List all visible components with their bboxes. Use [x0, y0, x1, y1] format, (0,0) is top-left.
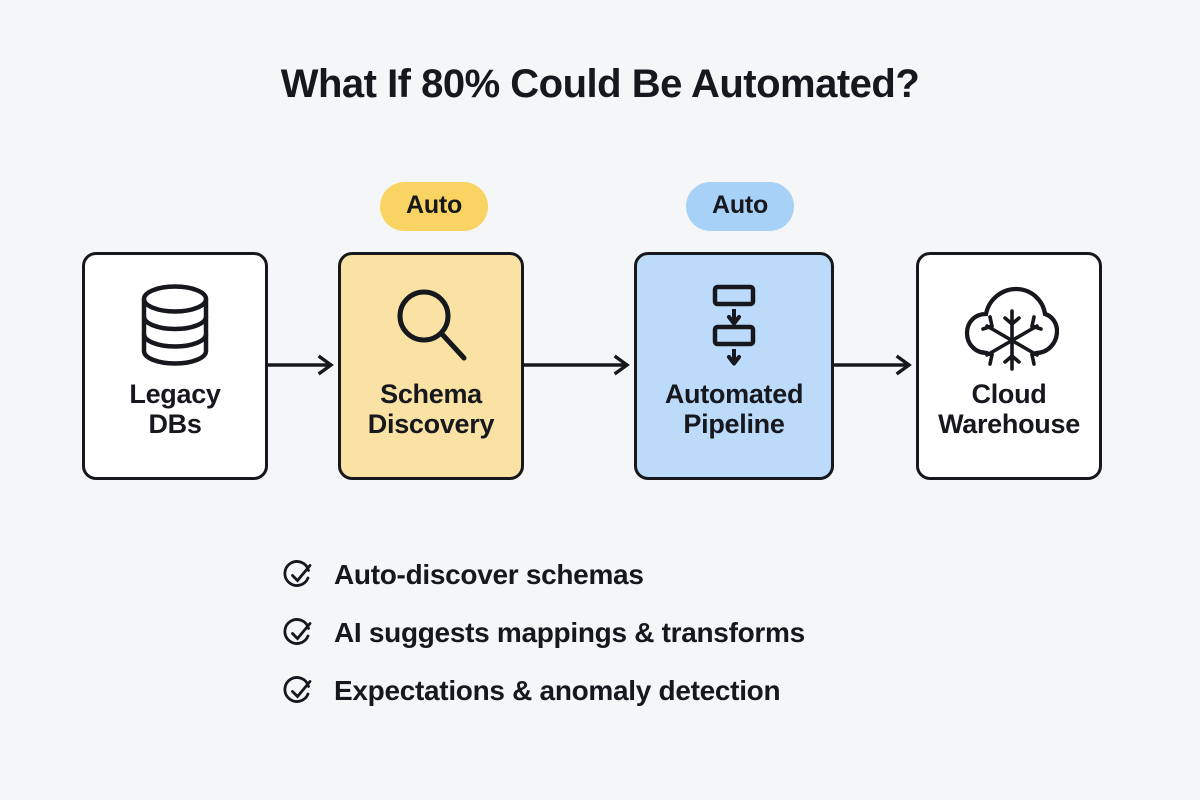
- benefits-list: Auto-discover schemas AI suggests mappin…: [282, 546, 922, 720]
- list-item: Expectations & anomaly detection: [282, 662, 922, 720]
- flow-node-cloud-warehouse[interactable]: Cloud Warehouse: [916, 252, 1102, 480]
- auto-badge-schema-discovery: Auto: [380, 182, 489, 231]
- flow-node-automated-pipeline[interactable]: Automated Pipeline: [634, 252, 834, 480]
- magnifier-icon: [388, 281, 474, 373]
- flow-node-schema-discovery[interactable]: Schema Discovery: [338, 252, 524, 480]
- flow-node-label: Schema Discovery: [367, 379, 495, 440]
- flow-node-label: Automated Pipeline: [664, 379, 804, 440]
- check-circle-icon: [282, 616, 316, 650]
- auto-badge-automated-pipeline: Auto: [686, 182, 795, 231]
- flow-node-legacy-dbs[interactable]: Legacy DBs: [82, 252, 268, 480]
- list-item-label: AI suggests mappings & transforms: [334, 617, 805, 648]
- database-icon: [132, 281, 218, 373]
- list-item-label: Expectations & anomaly detection: [334, 675, 781, 706]
- page-title: What If 80% Could Be Automated?: [280, 62, 920, 106]
- list-item: Auto-discover schemas: [282, 546, 922, 604]
- flow-diagram: Legacy DBs Schema Discovery Auto Automat…: [0, 175, 1200, 495]
- pipeline-icon: [691, 281, 777, 373]
- cloud-snowflake-icon: [959, 281, 1059, 373]
- flow-node-label: Cloud Warehouse: [938, 379, 1080, 440]
- arrow-right-icon-pipeline-to-warehouse: [832, 353, 916, 377]
- check-circle-icon: [282, 558, 316, 592]
- arrow-right-icon-schema-to-pipeline: [522, 353, 634, 377]
- list-item: AI suggests mappings & transforms: [282, 604, 922, 662]
- arrow-right-icon-legacy-to-schema: [266, 353, 338, 377]
- check-circle-icon: [282, 674, 316, 708]
- list-item-label: Auto-discover schemas: [334, 559, 644, 590]
- flow-node-label: Legacy DBs: [129, 379, 221, 440]
